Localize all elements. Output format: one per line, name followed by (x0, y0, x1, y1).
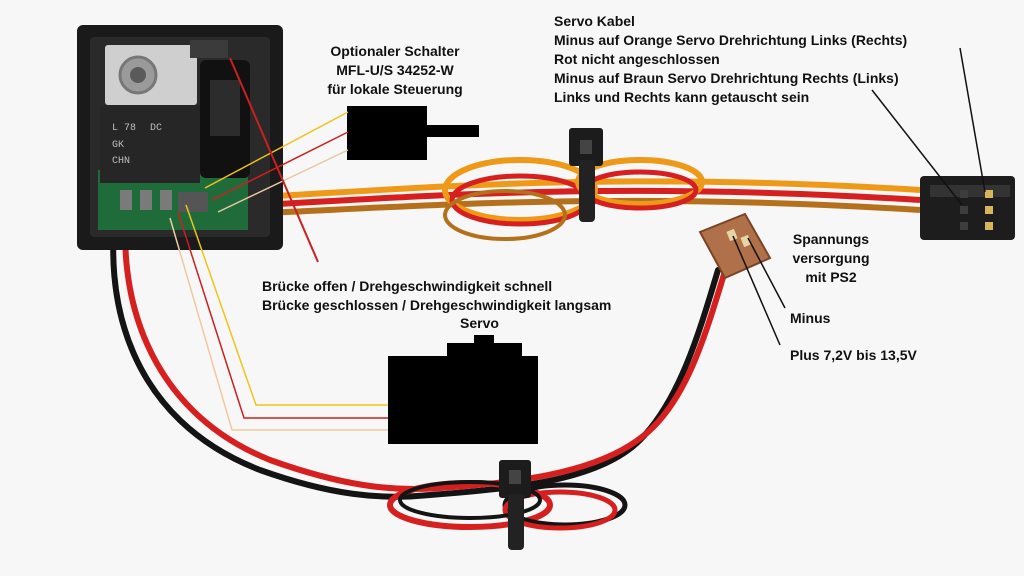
servo-kabel-line-3: Minus auf Braun Servo Drehrichtung Recht… (554, 70, 899, 86)
regulator-marking-1: L 78 (112, 123, 136, 134)
switch-line-1: Optionaler Schalter (330, 43, 460, 59)
switch-line-3: für lokale Steuerung (327, 81, 463, 97)
cable-tie-top (569, 128, 603, 222)
switch-notes: Optionaler Schalter MFL-U/S 34252-W für … (300, 42, 490, 99)
servo-kabel-title: Servo Kabel (554, 13, 635, 29)
servo-kabel-line-2: Rot nicht angeschlossen (554, 51, 720, 67)
ps2-pointer-lines (732, 235, 786, 346)
bridge-pointer-line (229, 57, 319, 263)
controller-module: L 78 DC GK CHN (77, 25, 283, 250)
servo-label: Servo (460, 315, 499, 331)
bridge-line-2: Brücke geschlossen / Drehgeschwindigkeit… (262, 297, 612, 313)
servo-kabel-line-4: Links und Rechts kann getauscht sein (554, 89, 810, 105)
servo-symbol (388, 335, 538, 444)
servo-connector (920, 176, 1015, 240)
servo-kabel-notes: Servo Kabel Minus auf Orange Servo Drehr… (554, 12, 907, 107)
switch-line-2: MFL-U/S 34252-W (336, 62, 454, 78)
regulator-marking-4: CHN (112, 156, 130, 167)
regulator-marking-3: GK (112, 140, 124, 151)
ps2-connector (698, 212, 772, 280)
switch-symbol (347, 106, 479, 160)
power-supply-line-1: Spannungs (792, 231, 870, 247)
capacitor-icon (190, 40, 250, 178)
power-supply-line-2: versorgung (792, 250, 870, 266)
power-cable-loop (387, 480, 628, 531)
minus-label: Minus (790, 310, 831, 326)
power-supply-line-3: mit PS2 (805, 269, 857, 285)
bridge-notes: Brücke offen / Drehgeschwindigkeit schne… (262, 277, 611, 315)
servo-wires (169, 204, 388, 431)
plus-label: Plus 7,2V bis 13,5V (790, 347, 917, 363)
power-supply-notes: Spannungs versorgung mit PS2 (775, 230, 887, 287)
voltage-regulator-icon (100, 45, 200, 183)
regulator-marking-2: DC (150, 123, 162, 134)
bridge-line-1: Brücke offen / Drehgeschwindigkeit schne… (262, 278, 553, 294)
servo-kabel-line-1: Minus auf Orange Servo Drehrichtung Link… (554, 32, 908, 48)
connector-pointer-lines (871, 47, 986, 206)
cable-tie-bottom (499, 460, 531, 550)
